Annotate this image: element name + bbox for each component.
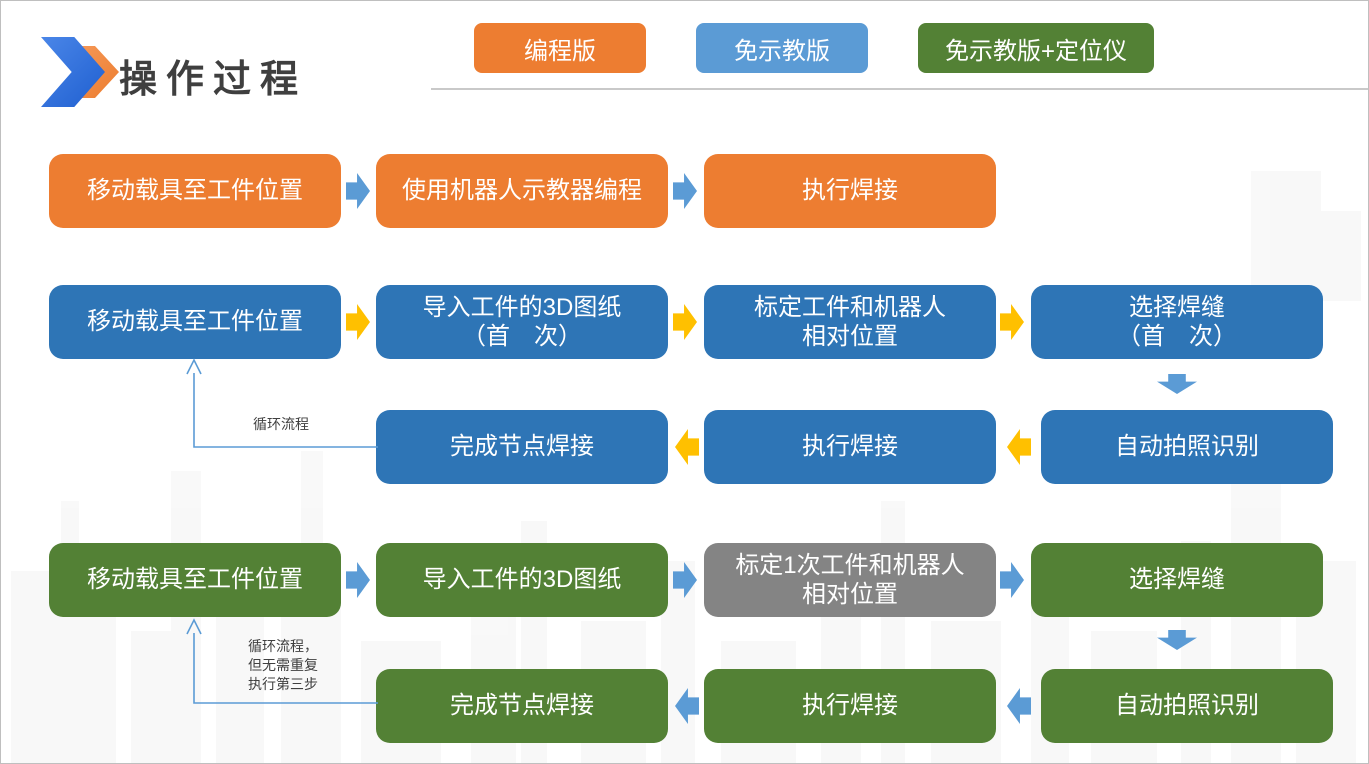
arrow-right-icon — [346, 304, 370, 340]
flow-box-tf-step3: 标定工件和机器人 相对位置 — [704, 285, 996, 359]
flow-box-loc-step6: 执行焊接 — [704, 669, 996, 743]
flow-box-loc-step5: 自动拍照识别 — [1041, 669, 1333, 743]
arrow-right-icon — [673, 562, 697, 598]
logo-chevron-icon — [41, 37, 121, 107]
arrow-right-icon — [673, 173, 697, 209]
arrow-down-icon — [1157, 374, 1197, 394]
flow-box-tf-step6: 执行焊接 — [704, 410, 996, 484]
loop-label-locator: 循环流程， 但无需重复 执行第三步 — [248, 638, 318, 692]
flow-box-tf-step7: 完成节点焊接 — [376, 410, 668, 484]
flow-box-prog-step3: 执行焊接 — [704, 154, 996, 228]
arrow-right-icon — [346, 562, 370, 598]
arrow-left-icon — [1007, 429, 1031, 465]
loop-connector-line — [186, 358, 378, 448]
arrow-left-icon — [1007, 688, 1031, 724]
arrow-right-icon — [1000, 562, 1024, 598]
flow-box-tf-step1: 移动载具至工件位置 — [49, 285, 341, 359]
arrow-right-icon — [1000, 304, 1024, 340]
header-divider — [431, 88, 1368, 90]
flow-box-loc-step1: 移动载具至工件位置 — [49, 543, 341, 617]
loop-connector-line — [186, 618, 378, 704]
flow-box-prog-step1: 移动载具至工件位置 — [49, 154, 341, 228]
flow-box-loc-step4: 选择焊缝 — [1031, 543, 1323, 617]
flow-box-loc-step2: 导入工件的3D图纸 — [376, 543, 668, 617]
tab-teach-free-version[interactable]: 免示教版 — [696, 23, 868, 73]
tab-programming-version[interactable]: 编程版 — [474, 23, 646, 73]
flow-box-prog-step2: 使用机器人示教器编程 — [376, 154, 668, 228]
flow-box-tf-step4: 选择焊缝 （首 次） — [1031, 285, 1323, 359]
arrow-right-icon — [673, 304, 697, 340]
arrow-down-icon — [1157, 630, 1197, 650]
loop-label-teach-free: 循环流程 — [253, 416, 309, 432]
tab-teach-free-locator-version[interactable]: 免示教版+定位仪 — [918, 23, 1154, 73]
arrow-left-icon — [675, 688, 699, 724]
arrow-right-icon — [346, 173, 370, 209]
flow-box-tf-step5: 自动拍照识别 — [1041, 410, 1333, 484]
page-title: 操作过程 — [119, 59, 308, 101]
flow-box-loc-step3-onetime: 标定1次工件和机器人 相对位置 — [704, 543, 996, 617]
flow-box-tf-step2: 导入工件的3D图纸 （首 次） — [376, 285, 668, 359]
flow-box-loc-step7: 完成节点焊接 — [376, 669, 668, 743]
arrow-left-icon — [675, 429, 699, 465]
